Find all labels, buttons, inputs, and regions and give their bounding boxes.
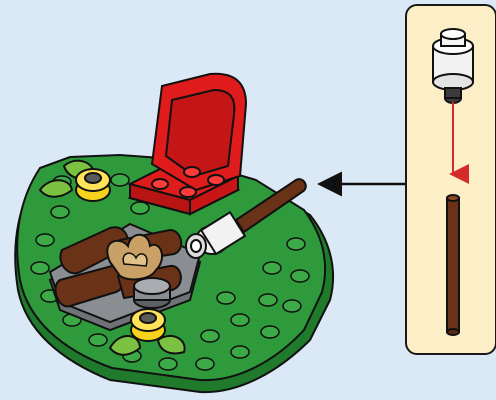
- brown-bar-icon: [447, 195, 459, 335]
- red-chair: [130, 74, 246, 214]
- inset-parts: [407, 6, 496, 357]
- round-brick-grey: [134, 278, 170, 308]
- sub-assembly-inset: [405, 4, 496, 355]
- white-round-brick-icon: [433, 29, 473, 103]
